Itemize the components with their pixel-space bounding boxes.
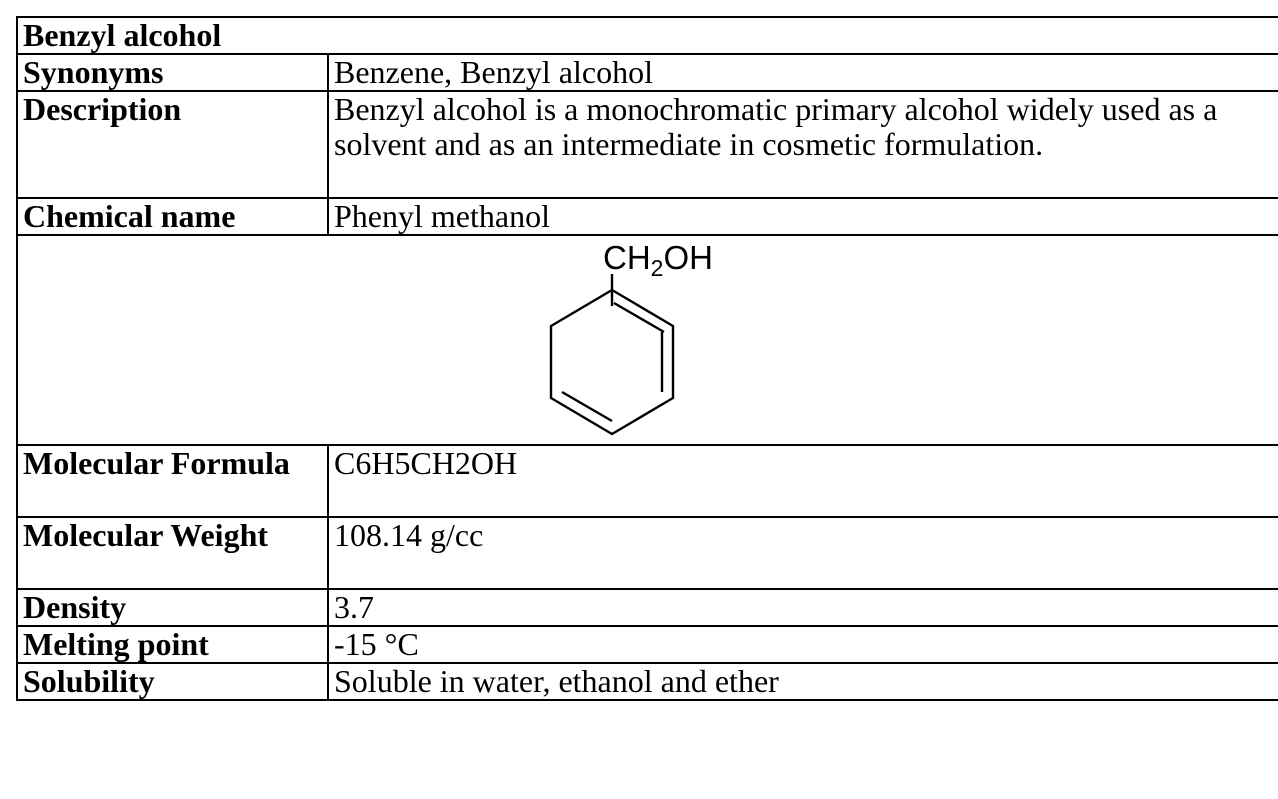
- row-value-chemical-name: Phenyl methanol: [327, 197, 1278, 236]
- row-label-molecular-formula: Molecular Formula: [16, 444, 329, 518]
- row-value-description: Benzyl alcohol is a monochromatic primar…: [327, 90, 1278, 199]
- table-title: Benzyl alcohol: [16, 16, 1278, 55]
- row-value-melting-point: -15 °C: [327, 625, 1278, 664]
- row-value-synonyms: Benzene, Benzyl alcohol: [327, 53, 1278, 92]
- row-label-synonyms: Synonyms: [16, 53, 329, 92]
- table-row: Description Benzyl alcohol is a monochro…: [16, 90, 1278, 199]
- table-row: Solubility Soluble in water, ethanol and…: [16, 662, 1278, 701]
- table-row: Molecular Formula C6H5CH2OH: [16, 444, 1278, 518]
- row-label-density: Density: [16, 588, 329, 627]
- benzyl-alcohol-table: Benzyl alcohol Synonyms Benzene, Benzyl …: [16, 16, 1278, 701]
- table-row: Synonyms Benzene, Benzyl alcohol: [16, 53, 1278, 92]
- row-value-molecular-weight: 108.14 g/cc: [327, 516, 1278, 590]
- benzyl-alcohol-structure-diagram: CH2OH: [549, 239, 713, 436]
- structure-border-gap: [530, 442, 778, 443]
- table-row-title: Benzyl alcohol: [16, 16, 1278, 55]
- row-value-density: 3.7: [327, 588, 1278, 627]
- table-row: Density 3.7: [16, 588, 1278, 627]
- structure-figure: CH2OH: [19, 237, 1277, 443]
- table-row: Chemical name Phenyl methanol: [16, 197, 1278, 236]
- substituent-subscript: 2: [651, 255, 664, 281]
- substituent-label: CH2OH: [603, 239, 713, 281]
- table-row: Melting point -15 °C: [16, 625, 1278, 664]
- row-label-melting-point: Melting point: [16, 625, 329, 664]
- double-bond-3: [561, 390, 613, 423]
- substituent-main: CH: [603, 239, 651, 276]
- row-value-solubility: Soluble in water, ethanol and ether: [327, 662, 1278, 701]
- row-label-description: Description: [16, 90, 329, 199]
- benzene-ring: [549, 274, 675, 436]
- table-row: Molecular Weight 108.14 g/cc: [16, 516, 1278, 590]
- row-label-solubility: Solubility: [16, 662, 329, 701]
- row-label-chemical-name: Chemical name: [16, 197, 329, 236]
- structure-cell: CH2OH: [16, 234, 1278, 446]
- substituent-tail: OH: [663, 239, 713, 276]
- row-label-molecular-weight: Molecular Weight: [16, 516, 329, 590]
- table-row-structure: CH2OH: [16, 234, 1278, 446]
- ring-hexagon: [549, 288, 675, 436]
- double-bond-1: [613, 301, 665, 334]
- row-value-molecular-formula: C6H5CH2OH: [327, 444, 1278, 518]
